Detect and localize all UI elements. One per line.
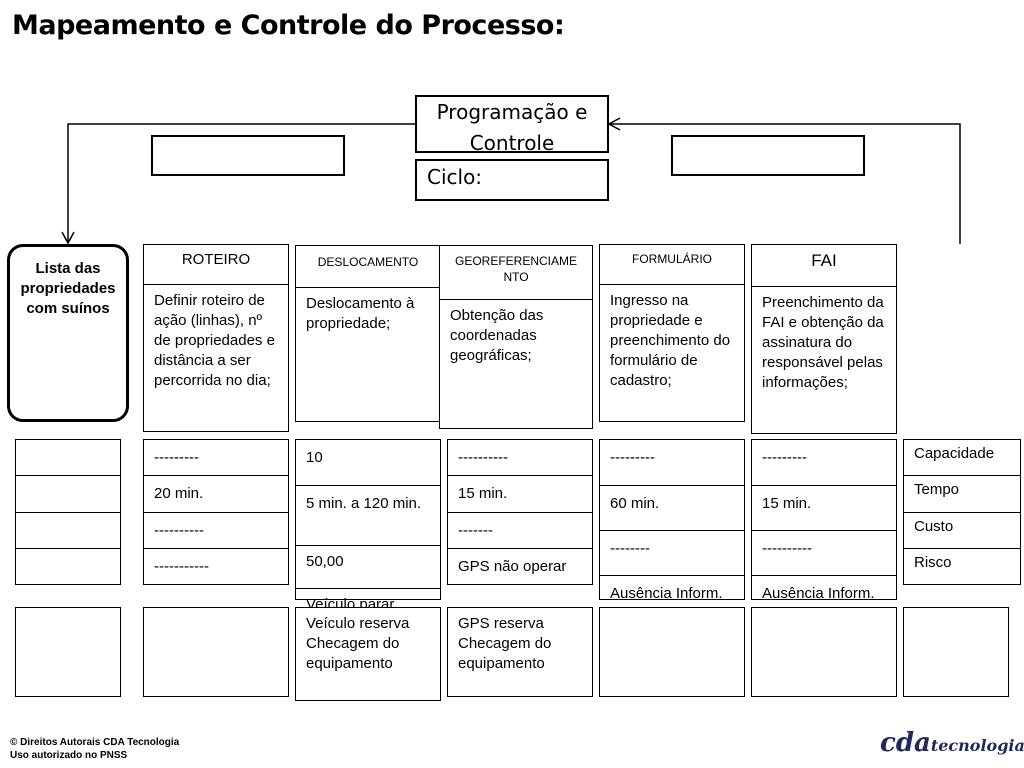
metric-risco: Ausência Inform. <box>762 585 875 602</box>
stage-georeferenciamento: GEOREFERENCIAMENTO Obtenção das coordena… <box>439 245 593 429</box>
stage-formulario: FORMULÁRIO Ingresso na propriedade e pre… <box>599 244 745 422</box>
metric-custo: ---------- <box>752 531 896 576</box>
contingency-geo-text: GPS reserva Checagem do equipamento <box>458 615 552 672</box>
stage-description-deslocamento: Deslocamento à propriedade; <box>306 295 415 332</box>
contingency-box-fai <box>751 607 897 697</box>
programacao-controle-label: Programação e Controle <box>436 100 588 155</box>
metric-capacidade: --------- <box>600 440 744 486</box>
stage-header-fai: FAI <box>752 245 896 287</box>
metric-tempo: 20 min. <box>144 476 288 513</box>
metric-capacidade: 10 <box>296 440 440 486</box>
metrics-legend-column: Capacidade Tempo Custo Risco <box>903 439 1021 585</box>
contingency-box-formulario <box>599 607 745 697</box>
copyright-line: © Direitos Autorais CDA Tecnologia <box>10 737 180 748</box>
down-arrowhead-icon <box>61 231 75 245</box>
stage-roteiro: ROTEIRO Definir roteiro de ação (linhas)… <box>143 244 289 432</box>
left-connector-line <box>67 123 416 242</box>
legend-risco: Risco <box>914 553 952 571</box>
metric-capacidade: --------- <box>752 440 896 486</box>
metric-cell-empty <box>16 549 120 584</box>
ciclo-box: Ciclo: <box>415 159 609 201</box>
stage-fai: FAI Preenchimento da FAI e obtenção da a… <box>751 244 897 434</box>
metric-custo: ------- <box>448 513 592 549</box>
metrics-column-roteiro: --------- 20 min. ---------- ----------- <box>143 439 289 585</box>
metric-cell-empty <box>16 440 120 477</box>
blank-box-right <box>671 135 865 176</box>
stage-description-formulario: Ingresso na propriedade e preenchimento … <box>610 292 731 389</box>
stage-deslocamento: DESLOCAMENTO Deslocamento à propriedade; <box>295 245 441 422</box>
stage-description-roteiro: Definir roteiro de ação (linhas), nº de … <box>154 292 275 389</box>
copyright-footer: © Direitos Autorais CDA Tecnologia Uso a… <box>10 736 179 762</box>
metrics-column-fai: --------- 15 min. ---------- Ausência In… <box>751 439 897 602</box>
legend-custo: Custo <box>904 513 1020 549</box>
metric-custo: ---------- <box>144 513 288 549</box>
metric-custo: -------- <box>600 531 744 576</box>
metric-capacidade: --------- <box>144 440 288 477</box>
logo-suffix: tecnologia <box>930 736 1024 755</box>
stage-description-georeferenciamento: Obtenção das coordenadas geográficas; <box>450 307 544 364</box>
right-connector-line <box>610 123 961 244</box>
contingency-box-deslocamento: Veículo reserva Checagem do equipamento <box>295 607 441 701</box>
legend-tempo: Tempo <box>904 476 1020 513</box>
contingency-box-empty-1 <box>15 607 121 697</box>
usage-line: Uso autorizado no PNSS <box>10 750 128 761</box>
metric-cell-empty <box>16 513 120 549</box>
contingency-box-roteiro <box>143 607 289 697</box>
metric-tempo: 5 min. a 120 min. <box>296 486 440 546</box>
metrics-column-formulario: --------- 60 min. -------- Ausência Info… <box>599 439 745 602</box>
lista-propriedades-box: Lista das propriedades com suínos <box>7 244 129 422</box>
logo-brand: cda <box>880 728 931 758</box>
metric-tempo: 60 min. <box>600 486 744 531</box>
contingency-deslocamento-text: Veículo reserva Checagem do equipamento <box>306 615 410 672</box>
page-title: Mapeamento e Controle do Processo: <box>12 10 565 41</box>
metric-risco: Ausência Inform. <box>610 585 723 602</box>
contingency-box-geo: GPS reserva Checagem do equipamento <box>447 607 593 697</box>
stage-description-fai: Preenchimento da FAI e obtenção da assin… <box>762 294 884 391</box>
metrics-column-empty <box>15 439 121 585</box>
stage-header-roteiro: ROTEIRO <box>144 245 288 285</box>
metric-risco: ----------- <box>154 557 209 575</box>
metric-tempo: 15 min. <box>448 476 592 513</box>
cda-logo: cdatecnologia <box>880 728 1024 758</box>
left-arrowhead-icon <box>607 117 621 131</box>
stage-header-deslocamento: DESLOCAMENTO <box>296 246 440 288</box>
metric-risco: GPS não operar <box>458 557 567 575</box>
metric-tempo: 15 min. <box>752 486 896 531</box>
metrics-column-deslocamento: 10 5 min. a 120 min. 50,00 Veículo parar <box>295 439 441 613</box>
metric-cell-empty <box>16 476 120 513</box>
stage-header-georeferenciamento: GEOREFERENCIAMENTO <box>440 246 592 300</box>
metric-custo: 50,00 <box>296 546 440 589</box>
legend-capacidade: Capacidade <box>904 440 1020 477</box>
contingency-box-legend <box>903 607 1009 697</box>
metrics-column-geo: ---------- 15 min. ------- GPS não opera… <box>447 439 593 585</box>
stage-header-formulario: FORMULÁRIO <box>600 245 744 285</box>
metric-capacidade: ---------- <box>448 440 592 477</box>
ciclo-label: Ciclo: <box>427 165 483 189</box>
lista-propriedades-label: Lista das propriedades com suínos <box>20 260 116 317</box>
blank-box-left <box>151 135 345 176</box>
programacao-controle-box: Programação e Controle <box>415 95 609 155</box>
